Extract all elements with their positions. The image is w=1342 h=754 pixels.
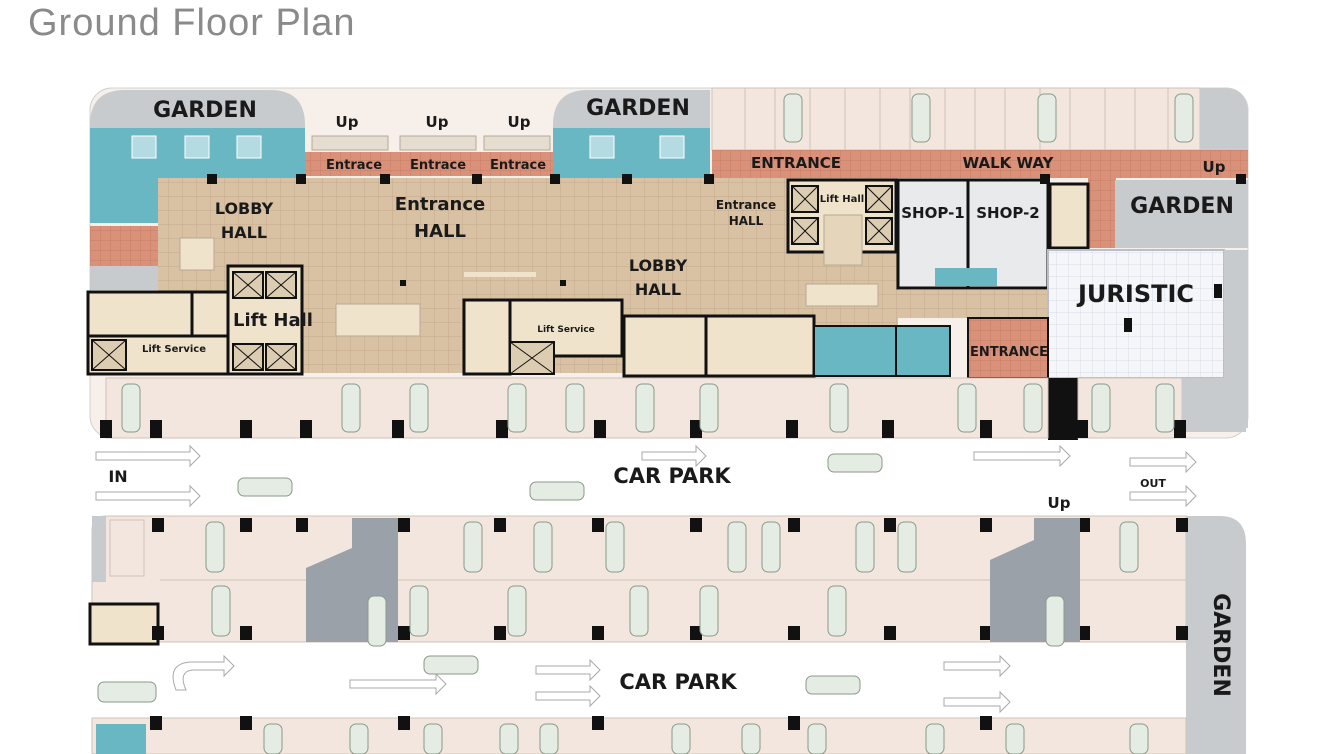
label-juristic: JURISTIC: [1076, 280, 1194, 308]
lift-hall-left: [226, 264, 304, 376]
label-walk-way: WALK WAY: [963, 154, 1055, 172]
entrance-strip: [305, 152, 553, 176]
lift-hall-right: [786, 178, 898, 266]
label-entrace: Entrace: [490, 158, 546, 173]
label-lift-service: Lift Service: [142, 344, 206, 355]
entrance-bottom: [967, 317, 1049, 379]
label-entrance: ENTRANCE: [970, 345, 1048, 360]
label-up: Up: [426, 113, 449, 131]
parking-row-top: [711, 87, 1201, 151]
label-entrance: ENTRANCE: [751, 154, 841, 172]
walk-way: [712, 150, 1248, 178]
juristic-room: [1047, 249, 1225, 379]
label-lift-service: Lift Service: [537, 325, 595, 335]
page-title: Ground Floor Plan: [28, 2, 356, 44]
bottom-block: [88, 515, 1246, 754]
label-shop-1: SHOP-1: [901, 204, 965, 222]
garden-area: [1115, 180, 1248, 248]
label-car-park: CAR PARK: [619, 670, 737, 694]
label-up: Up: [1203, 158, 1226, 176]
label-shop-2: SHOP-2: [976, 204, 1040, 222]
label-garden: GARDEN: [153, 98, 257, 123]
label-garden: GARDEN: [586, 96, 690, 121]
parking-row-middle: [100, 377, 1246, 439]
label-in: IN: [108, 467, 127, 486]
garden-area: [90, 90, 305, 130]
label-up: Up: [336, 113, 359, 131]
label-car-park: CAR PARK: [613, 464, 731, 488]
pool: [553, 128, 710, 178]
lift-service-left: [86, 290, 230, 376]
top-block: [86, 87, 1249, 440]
drive-aisle-1: [95, 444, 1197, 508]
garden-area: [1186, 516, 1246, 754]
label-lift-hall: Lift Hall: [820, 194, 864, 205]
label-entrace: Entrace: [410, 158, 466, 173]
label-lift-hall: Lift Hall: [233, 310, 313, 331]
parking-row-bottom: [91, 716, 1187, 754]
label-out: OUT: [1140, 477, 1166, 490]
lift-service-center: [462, 298, 624, 376]
label-garden: GARDEN: [1130, 194, 1234, 219]
drive-aisle-2: [97, 654, 1011, 714]
label-up: Up: [1048, 494, 1071, 512]
label-garden: GARDEN: [1208, 593, 1233, 697]
label-up: Up: [508, 113, 531, 131]
garden-area: [553, 90, 710, 130]
label-entrace: Entrace: [326, 158, 382, 173]
